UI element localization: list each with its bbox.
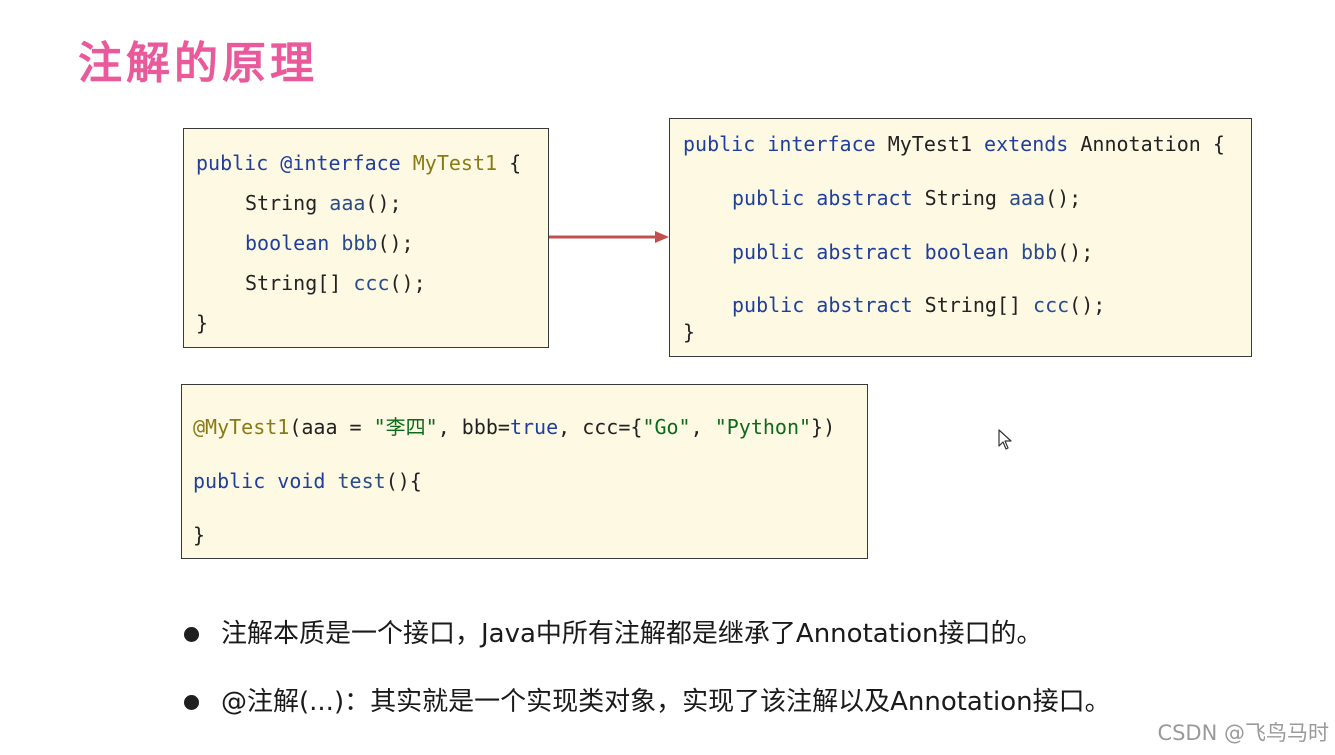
code-line: String aaa(); xyxy=(245,191,402,215)
code-token: MyTest1 xyxy=(887,132,985,156)
code-token: , ccc={ xyxy=(558,415,643,439)
code-token: aaa xyxy=(1008,186,1046,210)
code-line: } xyxy=(193,523,206,547)
mouse-cursor-icon xyxy=(998,429,1012,450)
code-token: String xyxy=(245,191,330,215)
code-token: , bbb= xyxy=(437,415,510,439)
code-token: test xyxy=(337,469,386,493)
code-token: "Python" xyxy=(714,415,812,439)
bullet-dot-icon xyxy=(184,627,199,642)
code-token: (); xyxy=(1057,240,1094,264)
code-token: public xyxy=(196,151,281,175)
code-line: public abstract String aaa(); xyxy=(732,186,1081,210)
code-token: Annotation { xyxy=(1080,132,1225,156)
annotation-definition-code: public @interface MyTest1 { String aaa()… xyxy=(183,128,549,348)
code-token: @interface xyxy=(280,151,413,175)
code-token: "李四" xyxy=(373,415,438,439)
annotation-usage-code: @MyTest1(aaa = "李四", bbb=true, ccc={"Go"… xyxy=(181,384,868,559)
code-line: public interface MyTest1 extends Annotat… xyxy=(683,132,1225,156)
code-token: }) xyxy=(811,415,836,439)
code-token: { xyxy=(497,151,522,175)
interface-equivalent-code: public interface MyTest1 extends Annotat… xyxy=(669,118,1252,357)
code-token: boolean xyxy=(245,231,342,255)
code-line: } xyxy=(196,311,209,335)
code-token: String[] xyxy=(924,293,1034,317)
code-token: ccc xyxy=(353,271,390,295)
code-token: , xyxy=(690,415,715,439)
code-token: (); xyxy=(377,231,414,255)
code-token: (); xyxy=(365,191,402,215)
code-token: extends xyxy=(984,132,1081,156)
code-token: ccc xyxy=(1033,293,1070,317)
arrow-right-icon xyxy=(549,231,669,243)
bullet-dot-icon xyxy=(184,695,199,710)
code-token: bbb xyxy=(341,231,378,255)
code-token: public xyxy=(683,132,768,156)
code-line: public abstract boolean bbb(); xyxy=(732,240,1093,264)
code-token: (){ xyxy=(385,469,422,493)
bullet-text: @注解(...)：其实就是一个实现类对象，实现了该注解以及Annotation接… xyxy=(221,687,1111,717)
code-token: public abstract xyxy=(732,240,925,264)
code-token: String xyxy=(924,186,1009,210)
code-token: (); xyxy=(1045,186,1082,210)
code-line: String[] ccc(); xyxy=(245,271,426,295)
code-line: public void test(){ xyxy=(193,469,422,493)
code-line: } xyxy=(683,320,696,344)
code-token: MyTest1 xyxy=(412,151,498,175)
code-token: public abstract xyxy=(732,186,925,210)
code-token: true xyxy=(509,415,559,439)
code-token: boolean xyxy=(924,240,1021,264)
code-line: boolean bbb(); xyxy=(245,231,414,255)
watermark: CSDN @飞鸟马时 xyxy=(1157,721,1329,745)
code-token: bbb xyxy=(1020,240,1058,264)
code-line: @MyTest1(aaa = "李四", bbb=true, ccc={"Go"… xyxy=(193,415,835,439)
code-line: public @interface MyTest1 { xyxy=(196,151,521,175)
code-token: (); xyxy=(389,271,426,295)
code-line: public abstract String[] ccc(); xyxy=(732,293,1105,317)
code-token: public xyxy=(193,469,278,493)
slide-title: 注解的原理 xyxy=(78,38,318,89)
code-token: "Go" xyxy=(642,415,691,439)
code-token: interface xyxy=(767,132,888,156)
bullet-text: 注解本质是一个接口，Java中所有注解都是继承了Annotation接口的。 xyxy=(221,619,1043,649)
code-token: (aaa = xyxy=(289,415,374,439)
code-token: @MyTest1 xyxy=(193,415,290,439)
code-token: aaa xyxy=(329,191,366,215)
code-token: (); xyxy=(1069,293,1106,317)
code-token: public abstract xyxy=(732,293,925,317)
code-token: String[] xyxy=(245,271,354,295)
code-token: void xyxy=(277,469,338,493)
